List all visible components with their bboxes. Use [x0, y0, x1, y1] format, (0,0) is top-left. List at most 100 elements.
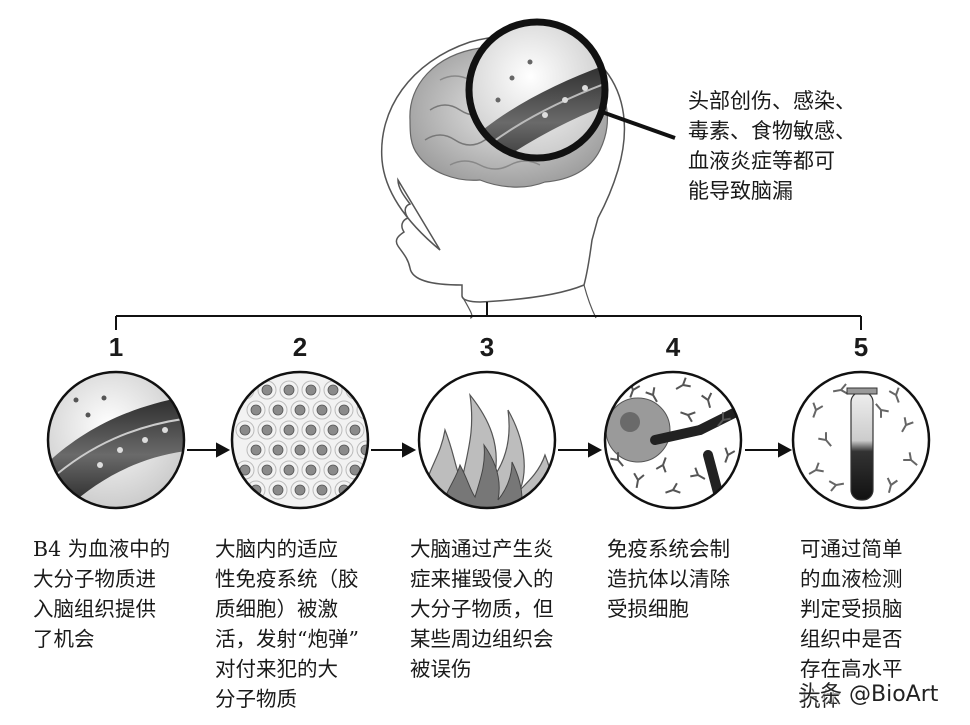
glial-cell	[290, 400, 310, 420]
caption-line: 大分子物质，但	[410, 597, 554, 621]
antibody-mark	[690, 467, 706, 480]
glial-cell-nucleus	[327, 384, 339, 396]
glial-cell	[323, 460, 343, 480]
callout-text: 头部创伤、感染、 毒素、食物敏感、 血液炎症等都可 能导致脑漏	[688, 86, 958, 206]
glial-cell-nucleus	[261, 424, 273, 436]
arrow-right-icon	[402, 442, 417, 458]
antibody-mark	[888, 387, 900, 403]
callout-line: 血液炎症等都可	[688, 149, 835, 173]
glial-cell	[334, 440, 354, 460]
blood-test-tube-icon	[791, 370, 931, 510]
glial-cell	[246, 400, 266, 420]
antibody-mark	[886, 477, 898, 493]
step-caption-4: 免疫系统会制 造抗体以清除 受损细胞	[607, 534, 787, 624]
glial-cell-nucleus	[305, 384, 317, 396]
arrow-right-icon	[588, 442, 603, 458]
antibody-mark	[717, 412, 731, 427]
glial-cell-nucleus	[250, 404, 262, 416]
caption-line: 性免疫系统（胶	[215, 567, 359, 591]
glial-cell-nucleus	[305, 464, 317, 476]
caption-line: 入脑组织提供	[33, 597, 156, 621]
step-caption-5: 可通过简单 的血液检测 判定受损脑 组织中是否 存在高水平 抗体	[800, 534, 950, 714]
glial-cell	[257, 420, 277, 440]
glial-cell-nucleus	[316, 444, 328, 456]
glial-cells-icon	[230, 370, 370, 510]
step-caption-1: B4 为血液中的 大分子物质进 入脑组织提供 了机会	[33, 534, 213, 654]
glial-cell	[279, 420, 299, 440]
glial-cell-nucleus	[272, 484, 284, 496]
caption-line: B4 为血液中的	[33, 537, 171, 561]
antibody-mark	[724, 447, 736, 463]
glial-cell	[345, 380, 365, 400]
glial-cell	[235, 420, 255, 440]
glial-cell-nucleus	[239, 384, 251, 396]
antibody-mark	[675, 377, 691, 390]
caption-line: 大脑通过产生炎	[410, 537, 554, 561]
glial-cell-nucleus	[360, 484, 368, 496]
antibody-mark	[610, 452, 624, 467]
caption-line: 存在高水平	[800, 657, 903, 681]
fire-inflammation-icon	[417, 370, 557, 510]
caption-line: 对付来犯的大	[215, 657, 338, 681]
step-number-5: 5	[853, 332, 869, 362]
glial-cell	[290, 440, 310, 460]
steps-bracket	[115, 302, 862, 330]
flow-arrows	[187, 442, 793, 458]
glial-cell-nucleus	[294, 444, 306, 456]
antibody-mark	[875, 403, 889, 418]
step-caption-2: 大脑内的适应 性免疫系统（胶 质细胞）被激 活，发射“炮弹” 对付来犯的大 分子…	[215, 534, 395, 714]
glial-cell	[323, 420, 343, 440]
caption-line: 组织中是否	[800, 627, 903, 651]
glial-cell	[301, 420, 321, 440]
blood-vessel-icon	[46, 370, 186, 510]
glial-cell-nucleus	[283, 464, 295, 476]
caption-line: 被误伤	[410, 657, 472, 681]
glial-cell-nucleus	[283, 384, 295, 396]
step-number-4: 4	[665, 332, 681, 362]
caption-line: 大脑内的适应	[215, 537, 338, 561]
glial-cell-nucleus	[294, 404, 306, 416]
antibody-mark	[633, 472, 645, 489]
glial-cell-nucleus	[272, 404, 284, 416]
caption-line: 判定受损脑	[800, 597, 903, 621]
glial-cell	[312, 400, 332, 420]
callout-line: 头部创伤、感染、	[688, 89, 856, 113]
glial-cell-nucleus	[239, 424, 251, 436]
glial-cell-nucleus	[316, 404, 328, 416]
caption-line: 受损细胞	[607, 597, 689, 621]
glial-cell	[312, 480, 332, 500]
glial-cell	[268, 440, 288, 460]
glial-cell	[334, 400, 354, 420]
glial-cell-nucleus	[327, 424, 339, 436]
antibody-mark	[645, 387, 658, 403]
antibody-icon	[603, 370, 743, 510]
caption-line: 活，发射“炮弹”	[215, 627, 359, 651]
glial-cell-nucleus	[349, 384, 361, 396]
antibody-mark	[901, 417, 914, 433]
caption-line: 免疫系统会制	[607, 537, 730, 561]
glial-cell-nucleus	[305, 424, 317, 436]
arrow-right-icon	[778, 442, 793, 458]
glial-cell-nucleus	[349, 424, 361, 436]
antibody-mark	[828, 480, 845, 492]
glial-cell	[301, 380, 321, 400]
caption-line: 症来摧毁侵入的	[410, 567, 554, 591]
antibody-mark	[818, 432, 832, 447]
step-number-1: 1	[108, 332, 124, 362]
glial-cell	[345, 420, 365, 440]
antibody-mark	[680, 411, 696, 423]
watermark: 头条 @BioArt	[798, 682, 939, 707]
caption-line: 的血液检测	[800, 567, 903, 591]
glial-cell-nucleus	[261, 464, 273, 476]
callout-line: 能导致脑漏	[688, 179, 793, 203]
caption-line: 大分子物质进	[33, 567, 156, 591]
glial-cell	[301, 460, 321, 480]
step-number-2: 2	[292, 332, 308, 362]
glial-cell	[312, 440, 332, 460]
glial-cell	[268, 480, 288, 500]
glial-cell-nucleus	[250, 444, 262, 456]
glial-cell	[279, 380, 299, 400]
caption-line: 某些周边组织会	[410, 627, 554, 651]
glial-cell	[235, 380, 255, 400]
